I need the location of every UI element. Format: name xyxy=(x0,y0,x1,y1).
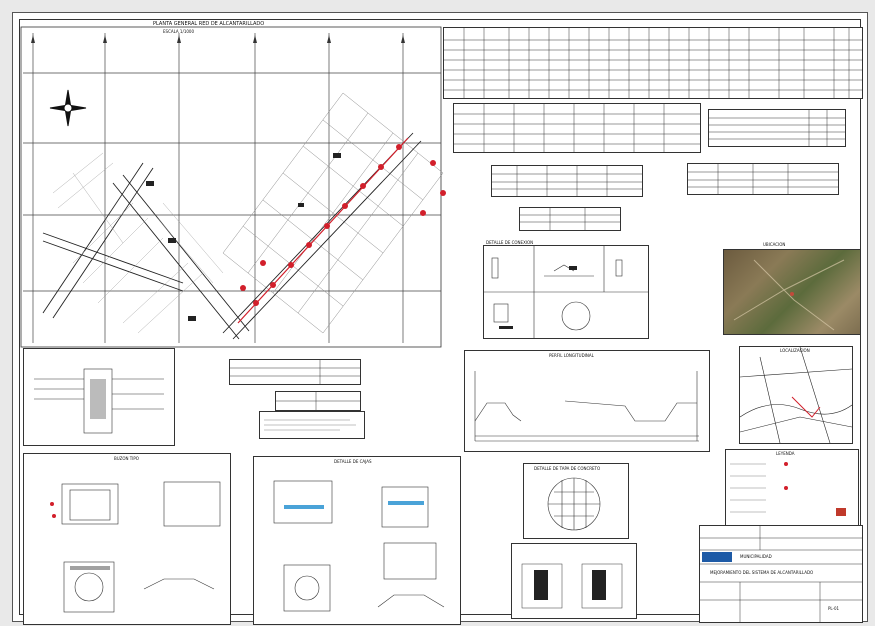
location-title: LOCALIZACION xyxy=(780,348,810,353)
svg-text:PLANTA GENERAL RED DE ALCANTAR: PLANTA GENERAL RED DE ALCANTARILLADO xyxy=(153,21,264,27)
legend-table xyxy=(229,359,361,385)
drawing-sheet: PLANTA GENERAL RED DE ALCANTARILLADO xyxy=(12,12,868,625)
plan-drawing: PLANTA GENERAL RED DE ALCANTARILLADO xyxy=(20,21,446,348)
north-arrow-icon xyxy=(49,89,87,127)
legend-title: LEYENDA xyxy=(776,451,795,456)
small-table-1 xyxy=(491,165,643,197)
small-table-3 xyxy=(519,207,621,231)
quantities-table xyxy=(443,27,863,99)
small-table-2 xyxy=(687,163,839,195)
plan-scale: ESCALA 1/1000 xyxy=(163,29,194,34)
title-block-sheet: PL-01 xyxy=(828,606,840,611)
summary-table xyxy=(453,103,701,153)
manhole-detail: BUZON TIPO xyxy=(23,453,231,625)
manhole-title: BUZON TIPO xyxy=(114,456,139,461)
boxes-detail: DETALLE DE CAJAS xyxy=(253,456,461,625)
photo-title: UBICACION xyxy=(763,242,786,247)
boxes-title: DETALLE DE CAJAS xyxy=(334,459,372,464)
cover-detail: DETALLE DE TAPA DE CONCRETO xyxy=(523,463,629,539)
notes-table xyxy=(708,109,846,147)
legend-box: LEYENDA xyxy=(725,449,859,529)
location-map: LOCALIZACION xyxy=(739,346,853,444)
location-photo xyxy=(723,249,861,335)
connection-section xyxy=(511,543,637,619)
typical-section-detail xyxy=(23,348,175,446)
title-block: MUNICIPALIDAD MEJORAMIENTO DEL SISTEMA D… xyxy=(699,525,863,623)
profile-title: PERFIL LONGITUDINAL xyxy=(549,353,594,358)
cover-title: DETALLE DE TAPA DE CONCRETO xyxy=(534,466,601,471)
title-block-project: MEJORAMIENTO DEL SISTEMA DE ALCANTARILLA… xyxy=(710,570,814,575)
spec-table xyxy=(275,391,361,411)
detail-title: DETALLE DE CONEXION xyxy=(486,240,534,245)
title-block-entity: MUNICIPALIDAD xyxy=(740,554,772,559)
notes-box xyxy=(259,411,365,439)
connection-detail-panel: DETALLE DE CONEXION xyxy=(483,240,649,339)
longitudinal-profile: PERFIL LONGITUDINAL xyxy=(464,350,710,452)
